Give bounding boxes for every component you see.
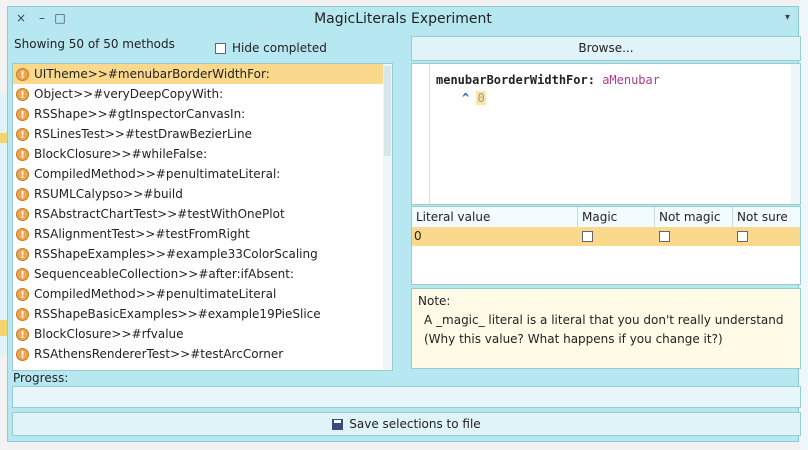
literal-table: Literal value Magic Not magic Not sure 0 bbox=[411, 206, 801, 285]
hide-completed-label: Hide completed bbox=[232, 41, 327, 55]
column-header-literal-value[interactable]: Literal value bbox=[416, 210, 491, 224]
methods-count-label: Showing 50 of 50 methods bbox=[14, 37, 175, 51]
list-item[interactable]: ! CompiledMethod>>#penultimateLiteral bbox=[13, 284, 392, 304]
column-header-not-sure[interactable]: Not sure bbox=[737, 210, 788, 224]
note-line-2: (Why this value? What happens if you cha… bbox=[424, 332, 723, 346]
not-magic-checkbox[interactable] bbox=[659, 231, 670, 242]
method-name: RSAbstractChartTest>>#testWithOnePlot bbox=[34, 207, 285, 221]
warning-icon: ! bbox=[16, 87, 29, 101]
method-name: BlockClosure>>#whileFalse: bbox=[34, 147, 208, 161]
list-item[interactable]: ! RSShapeExamples>>#example33ColorScaling bbox=[13, 244, 392, 264]
method-name: RSUMLCalypso>>#build bbox=[34, 187, 183, 201]
column-header-magic[interactable]: Magic bbox=[582, 210, 618, 224]
list-item[interactable]: ! CompiledMethod>>#penultimateLiteral: bbox=[13, 164, 392, 184]
method-name: RSShapeExamples>>#example33ColorScaling bbox=[34, 247, 318, 261]
window-menu-icon[interactable]: ▾ bbox=[784, 12, 790, 23]
method-selector: menubarBorderWidthFor: bbox=[436, 73, 595, 87]
magic-literals-window: × – □ MagicLiterals Experiment ▾ Showing… bbox=[7, 6, 801, 442]
warning-icon: ! bbox=[16, 327, 29, 341]
code-gutter bbox=[412, 64, 430, 204]
highlighted-literal[interactable]: 0 bbox=[476, 91, 486, 105]
code-pane[interactable]: menubarBorderWidthFor: aMenubar ^ 0 bbox=[411, 63, 801, 205]
browse-button[interactable]: Browse... bbox=[411, 36, 801, 61]
method-name: CompiledMethod>>#penultimateLiteral: bbox=[34, 167, 281, 181]
maximize-icon[interactable]: □ bbox=[54, 11, 66, 25]
warning-icon: ! bbox=[16, 147, 29, 161]
list-item[interactable]: ! RSShape>>#gtInspectorCanvasIn: bbox=[13, 104, 392, 124]
method-argument: aMenubar bbox=[602, 73, 660, 87]
warning-icon: ! bbox=[16, 247, 29, 261]
method-name: RSShape>>#gtInspectorCanvasIn: bbox=[34, 107, 246, 121]
method-name: SequenceableCollection>>#after:ifAbsent: bbox=[34, 267, 294, 281]
list-item[interactable]: ! RSLinesTest>>#testDrawBezierLine bbox=[13, 124, 392, 144]
code-scrollbar[interactable] bbox=[791, 64, 800, 204]
note-heading: Note: bbox=[418, 294, 451, 308]
save-selections-button[interactable]: Save selections to file bbox=[12, 412, 801, 436]
save-selections-label: Save selections to file bbox=[349, 417, 481, 431]
method-name: Object>>#veryDeepCopyWith: bbox=[34, 87, 224, 101]
warning-icon: ! bbox=[16, 187, 29, 201]
note-panel: Note: A _magic_ literal is a literal tha… bbox=[411, 288, 801, 369]
method-body: ^ 0 bbox=[462, 91, 486, 105]
literal-value-cell: 0 bbox=[414, 229, 422, 243]
column-header-not-magic[interactable]: Not magic bbox=[659, 210, 721, 224]
background-window-right bbox=[800, 0, 808, 450]
method-name: UITheme>>#menubarBorderWidthFor: bbox=[34, 67, 270, 81]
method-name: RSLinesTest>>#testDrawBezierLine bbox=[34, 127, 252, 141]
methods-scrollbar[interactable] bbox=[383, 64, 392, 370]
warning-icon: ! bbox=[16, 307, 29, 321]
table-header: Literal value Magic Not magic Not sure bbox=[412, 207, 800, 227]
warning-icon: ! bbox=[16, 267, 29, 281]
list-item[interactable]: ! SequenceableCollection>>#after:ifAbsent… bbox=[13, 264, 392, 284]
minimize-icon[interactable]: – bbox=[39, 11, 45, 25]
method-name: BlockClosure>>#rfvalue bbox=[34, 327, 184, 341]
warning-icon: ! bbox=[16, 127, 29, 141]
warning-icon: ! bbox=[16, 227, 29, 241]
return-caret: ^ bbox=[462, 91, 470, 105]
save-icon bbox=[332, 418, 344, 430]
progress-label: Progress: bbox=[13, 371, 69, 385]
warning-icon: ! bbox=[16, 287, 29, 301]
warning-icon: ! bbox=[16, 207, 29, 221]
warning-icon: ! bbox=[16, 347, 29, 361]
note-line-1: A _magic_ literal is a literal that you … bbox=[424, 313, 784, 327]
title-bar[interactable]: × – □ MagicLiterals Experiment ▾ bbox=[8, 7, 798, 33]
method-name: RSAthensRendererTest>>#testArcCorner bbox=[34, 347, 284, 361]
method-signature: menubarBorderWidthFor: aMenubar bbox=[436, 73, 660, 87]
progress-bar bbox=[12, 386, 801, 408]
warning-icon: ! bbox=[16, 107, 29, 121]
list-item[interactable]: ! Object>>#veryDeepCopyWith: bbox=[13, 84, 392, 104]
list-item[interactable]: ! RSAbstractChartTest>>#testWithOnePlot bbox=[13, 204, 392, 224]
list-item[interactable]: ! RSUMLCalypso>>#build bbox=[13, 184, 392, 204]
method-name: RSAlignmentTest>>#testFromRight bbox=[34, 227, 250, 241]
magic-checkbox[interactable] bbox=[582, 231, 593, 242]
method-name: RSShapeBasicExamples>>#example19PieSlice bbox=[34, 307, 321, 321]
warning-icon: ! bbox=[16, 167, 29, 181]
list-item[interactable]: ! RSAthensRendererTest>>#testArcCorner bbox=[13, 344, 392, 364]
hide-completed-toggle[interactable]: Hide completed bbox=[215, 41, 327, 55]
list-item[interactable]: ! UITheme>>#menubarBorderWidthFor: bbox=[13, 64, 392, 84]
list-item[interactable]: ! RSShapeBasicExamples>>#example19PieSlic… bbox=[13, 304, 392, 324]
list-item[interactable]: ! BlockClosure>>#rfvalue bbox=[13, 324, 392, 344]
table-row[interactable]: 0 bbox=[412, 227, 800, 246]
not-sure-checkbox[interactable] bbox=[737, 231, 748, 242]
hide-completed-checkbox[interactable] bbox=[215, 42, 226, 54]
methods-list[interactable]: ! UITheme>>#menubarBorderWidthFor:! Object… bbox=[12, 63, 393, 371]
list-item[interactable]: ! RSAlignmentTest>>#testFromRight bbox=[13, 224, 392, 244]
window-title: MagicLiterals Experiment bbox=[314, 11, 492, 27]
warning-icon: ! bbox=[16, 67, 29, 81]
method-name: CompiledMethod>>#penultimateLiteral bbox=[34, 287, 277, 301]
methods-scrollbar-thumb[interactable] bbox=[384, 66, 391, 156]
list-item[interactable]: ! BlockClosure>>#whileFalse: bbox=[13, 144, 392, 164]
close-icon[interactable]: × bbox=[15, 11, 27, 25]
